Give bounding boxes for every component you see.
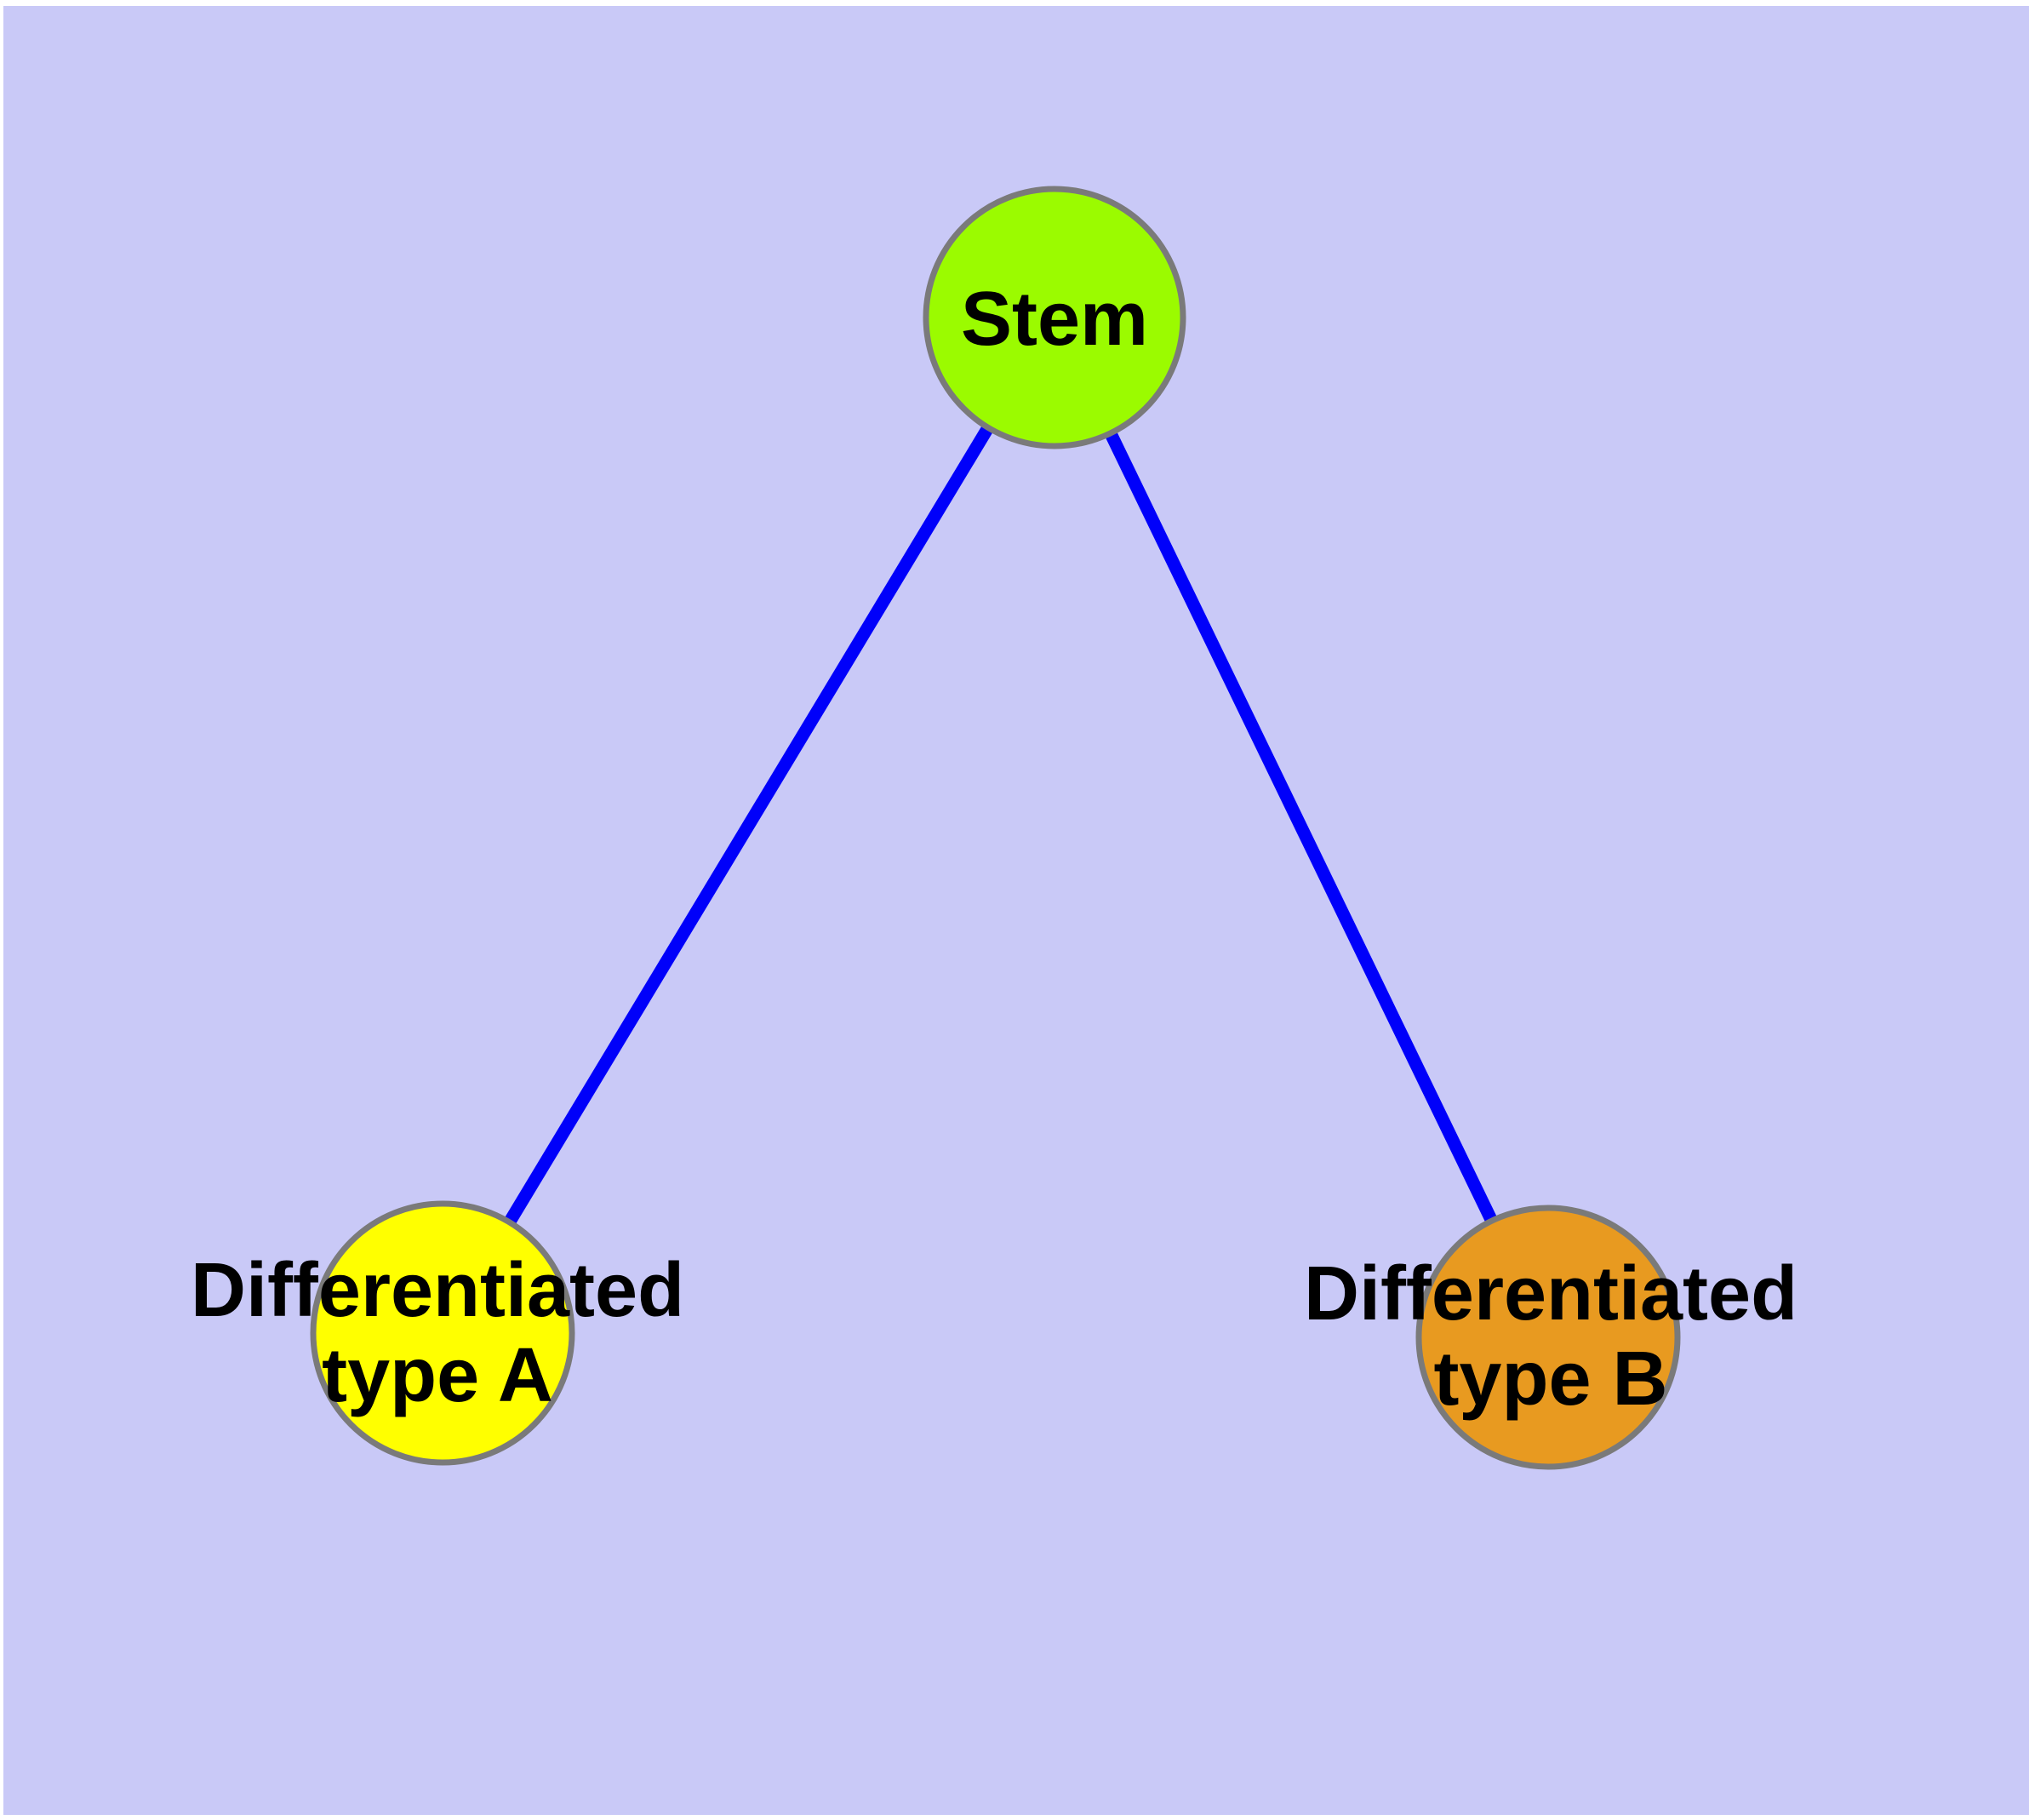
label-line-1: Differentiated xyxy=(190,1248,685,1333)
label-line-2: type B xyxy=(1433,1336,1668,1422)
node-differentiated-type-a-label: Differentiated type A xyxy=(191,1248,684,1418)
edge-stem-to-type-a xyxy=(437,314,1060,1336)
node-differentiated-type-b-circle xyxy=(1415,1205,1681,1470)
node-differentiated-type-b-label: Differentiated type B xyxy=(1304,1251,1798,1422)
node-stem-label: Stem xyxy=(960,277,1149,362)
node-differentiated-type-a-circle xyxy=(310,1200,575,1466)
label-line-1: Differentiated xyxy=(1303,1251,1798,1336)
edge-stem-to-type-b xyxy=(1049,314,1554,1341)
label-line-2: type A xyxy=(322,1333,553,1418)
node-stem-circle xyxy=(923,186,1186,449)
